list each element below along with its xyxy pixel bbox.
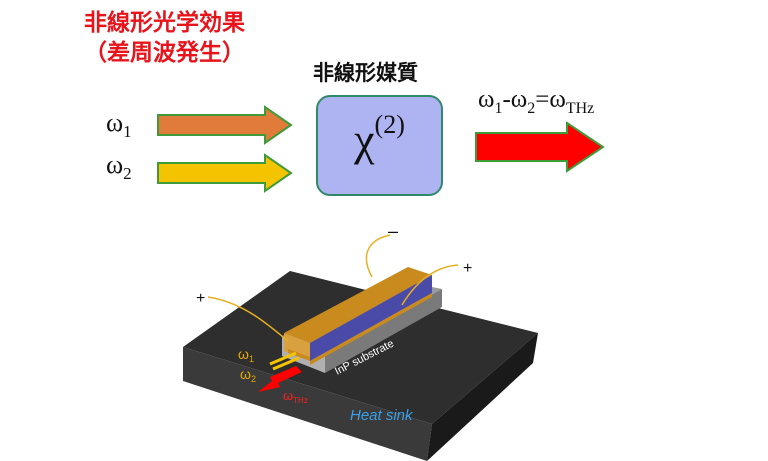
minus-terminal-label: – (388, 221, 398, 241)
device-omega1-label: ω1 (238, 346, 254, 364)
thz-output-beam-arrow (258, 366, 302, 392)
omega2-input-arrow (157, 153, 293, 193)
nonlinear-medium-box: χ(2) (316, 95, 443, 196)
title-line-2: （差周波発生） (84, 40, 245, 66)
device-omega2-label: ω2 (240, 366, 256, 384)
omega2-label: ω2 (106, 150, 132, 184)
nonlinear-medium-label: 非線形媒質 (313, 61, 418, 85)
title-line-1: 非線形光学効果 (84, 10, 245, 36)
omega1-label: ω1 (106, 108, 132, 142)
thz-output-arrow (475, 121, 605, 173)
arrows-layer (157, 105, 605, 193)
chi2-symbol: χ(2) (354, 109, 405, 165)
difference-frequency-equation: ω1-ω2=ωTHz (478, 86, 595, 117)
omega1-input-arrow (157, 105, 293, 145)
device-illustration: – + + InP substrate Heat sink ω1 ω2 ωTHz (183, 221, 538, 461)
ridge-waveguide (284, 267, 432, 365)
title: 非線形光学効果 （差周波発生） (84, 8, 245, 68)
plus-terminal-label-left: + (196, 290, 205, 307)
heat-sink-label: Heat sink (350, 407, 414, 424)
wires (207, 234, 459, 342)
plus-terminal-label-top: + (463, 260, 472, 277)
device-omega-thz-label: ωTHz (283, 388, 308, 405)
input-beams (269, 351, 300, 371)
